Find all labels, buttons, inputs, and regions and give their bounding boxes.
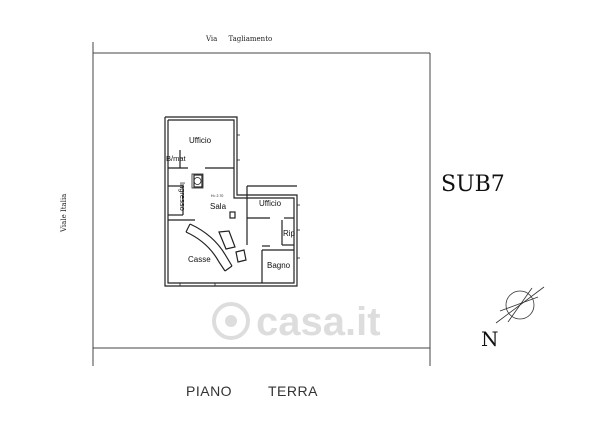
watermark: casa.it [212, 300, 381, 344]
unit-label: SUB7 [441, 172, 505, 197]
cashier-desk [185, 223, 247, 272]
floor-label-word-1: PIANO [186, 383, 232, 399]
lot-boundary [92, 42, 431, 366]
floor-label-word-2: TERRA [268, 383, 318, 399]
room-label-bagno: Bagno [267, 261, 291, 270]
north-arrow-icon [495, 286, 545, 324]
room-label-ufficio-1: Ufficio [189, 136, 212, 145]
room-labels: Ufficio B/mat Ingresso Sala H= 2.70 Uffi… [166, 136, 296, 270]
room-label-ufficio-2: Ufficio [259, 199, 282, 208]
room-label-bmat: B/mat [166, 154, 187, 163]
watermark-text: casa.it [256, 300, 381, 344]
building-walls [164, 116, 298, 287]
north-arrow-label: N [481, 327, 499, 351]
lift-symbol [191, 173, 204, 189]
street-label-top: Via Tagliamento [205, 35, 272, 43]
watermark-logo-icon [212, 302, 250, 340]
room-label-casse: Casse [188, 255, 211, 264]
room-label-height-note: H= 2.70 [211, 194, 223, 198]
room-label-sala: Sala [210, 202, 227, 211]
street-label-left: Viale Italia [60, 194, 68, 233]
room-label-ingresso: Ingresso [178, 182, 187, 211]
watermark-logo-dot [225, 315, 237, 327]
room-label-rip: Rip [283, 229, 296, 238]
windows [179, 134, 300, 286]
